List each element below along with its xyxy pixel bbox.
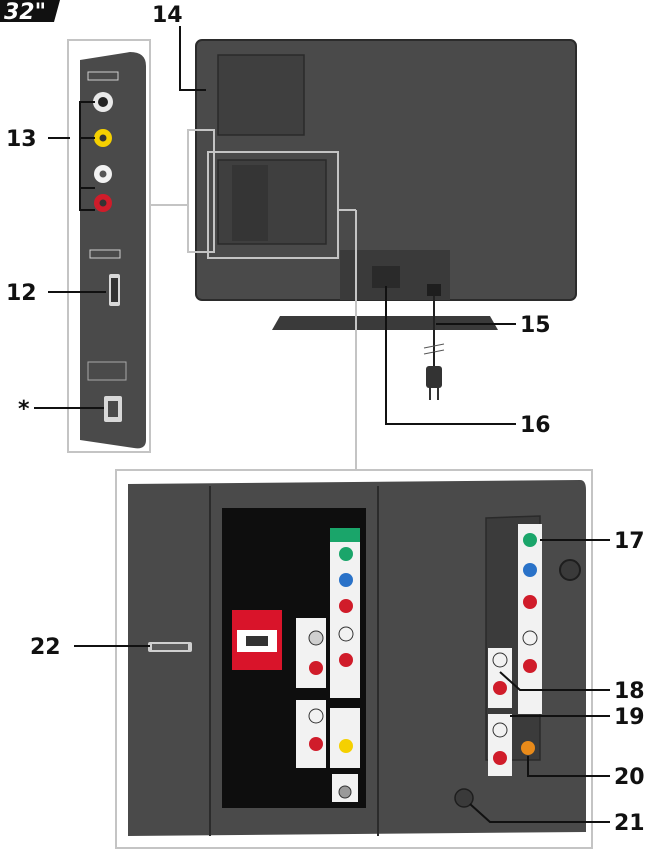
right-lower-audio-left-jack-icon xyxy=(492,722,508,738)
right-component-pb-jack-icon xyxy=(523,563,537,577)
callout-13: 13 xyxy=(6,127,37,152)
lower-audio-left-jack-icon xyxy=(308,708,324,724)
right-component-pr-jack-icon xyxy=(523,595,537,609)
right-component-audio-left-jack-icon xyxy=(522,630,538,646)
view-connector-lines xyxy=(150,204,357,470)
side-highlight-frame xyxy=(187,129,215,253)
leader-lines xyxy=(34,26,610,823)
cable-clamp-icon xyxy=(559,559,581,581)
lower-audio-right-jack-icon xyxy=(309,737,323,751)
right-audio-left-jack-icon xyxy=(492,652,508,668)
size-badge-label: 32" xyxy=(4,0,46,25)
video2-label-box xyxy=(87,71,119,81)
callout-19: 19 xyxy=(614,705,645,730)
rear-highlight-frame xyxy=(207,151,339,259)
digital-audio-jack-icon xyxy=(339,739,353,753)
rear-terminal-detail-view xyxy=(115,469,593,849)
callout-15: 15 xyxy=(520,313,551,338)
tv-rear-top-cover xyxy=(217,54,305,136)
component-pb-jack-icon xyxy=(339,573,353,587)
right-audio-right-jack-icon xyxy=(493,681,507,695)
callout-18: 18 xyxy=(614,679,645,704)
component-audio-left-jack-icon xyxy=(338,626,354,642)
cable-holder xyxy=(372,266,400,288)
callout-14: 14 xyxy=(152,3,183,28)
detail-frame xyxy=(115,469,593,849)
analog-audio-right-jack-icon xyxy=(309,661,323,675)
callout-21: 21 xyxy=(614,811,645,836)
component-pr-jack-icon xyxy=(339,599,353,613)
service-label-box xyxy=(87,361,127,381)
right-component-y-jack-icon xyxy=(523,533,537,547)
callout-17: 17 xyxy=(614,529,645,554)
ac-inlet xyxy=(427,284,441,296)
hdmi2-label-box xyxy=(89,249,121,259)
power-plug-icon xyxy=(426,366,442,388)
side-panel-view xyxy=(67,39,151,453)
callout-22: 22 xyxy=(30,635,61,660)
right-lower-audio-right-jack-icon xyxy=(493,751,507,765)
analog-audio-plate xyxy=(296,618,326,688)
tv-rear-view xyxy=(187,39,577,400)
component-y-jack-icon xyxy=(339,547,353,561)
callout-16: 16 xyxy=(520,413,551,438)
callout-star: * xyxy=(18,397,30,422)
right-component-audio-right-jack-icon xyxy=(523,659,537,673)
antenna-jack-icon xyxy=(338,785,352,799)
analog-audio-left-jack-icon xyxy=(308,630,324,646)
callout-12: 12 xyxy=(6,281,37,306)
callout-20: 20 xyxy=(614,765,645,790)
size-badge: 32" xyxy=(0,0,60,25)
right-component-plate xyxy=(518,524,542,714)
side-panel-frame xyxy=(67,39,151,453)
component-audio-right-jack-icon xyxy=(339,653,353,667)
hdmi1-port-icon xyxy=(246,636,268,646)
callout-labels: 14 13 12 * 15 16 17 18 19 20 21 22 xyxy=(6,3,645,836)
security-slot-icon xyxy=(454,788,474,808)
lower-audio-plate xyxy=(296,700,326,768)
digital-audio-plate xyxy=(330,708,360,768)
right-digital-audio-jack-icon xyxy=(521,741,535,755)
